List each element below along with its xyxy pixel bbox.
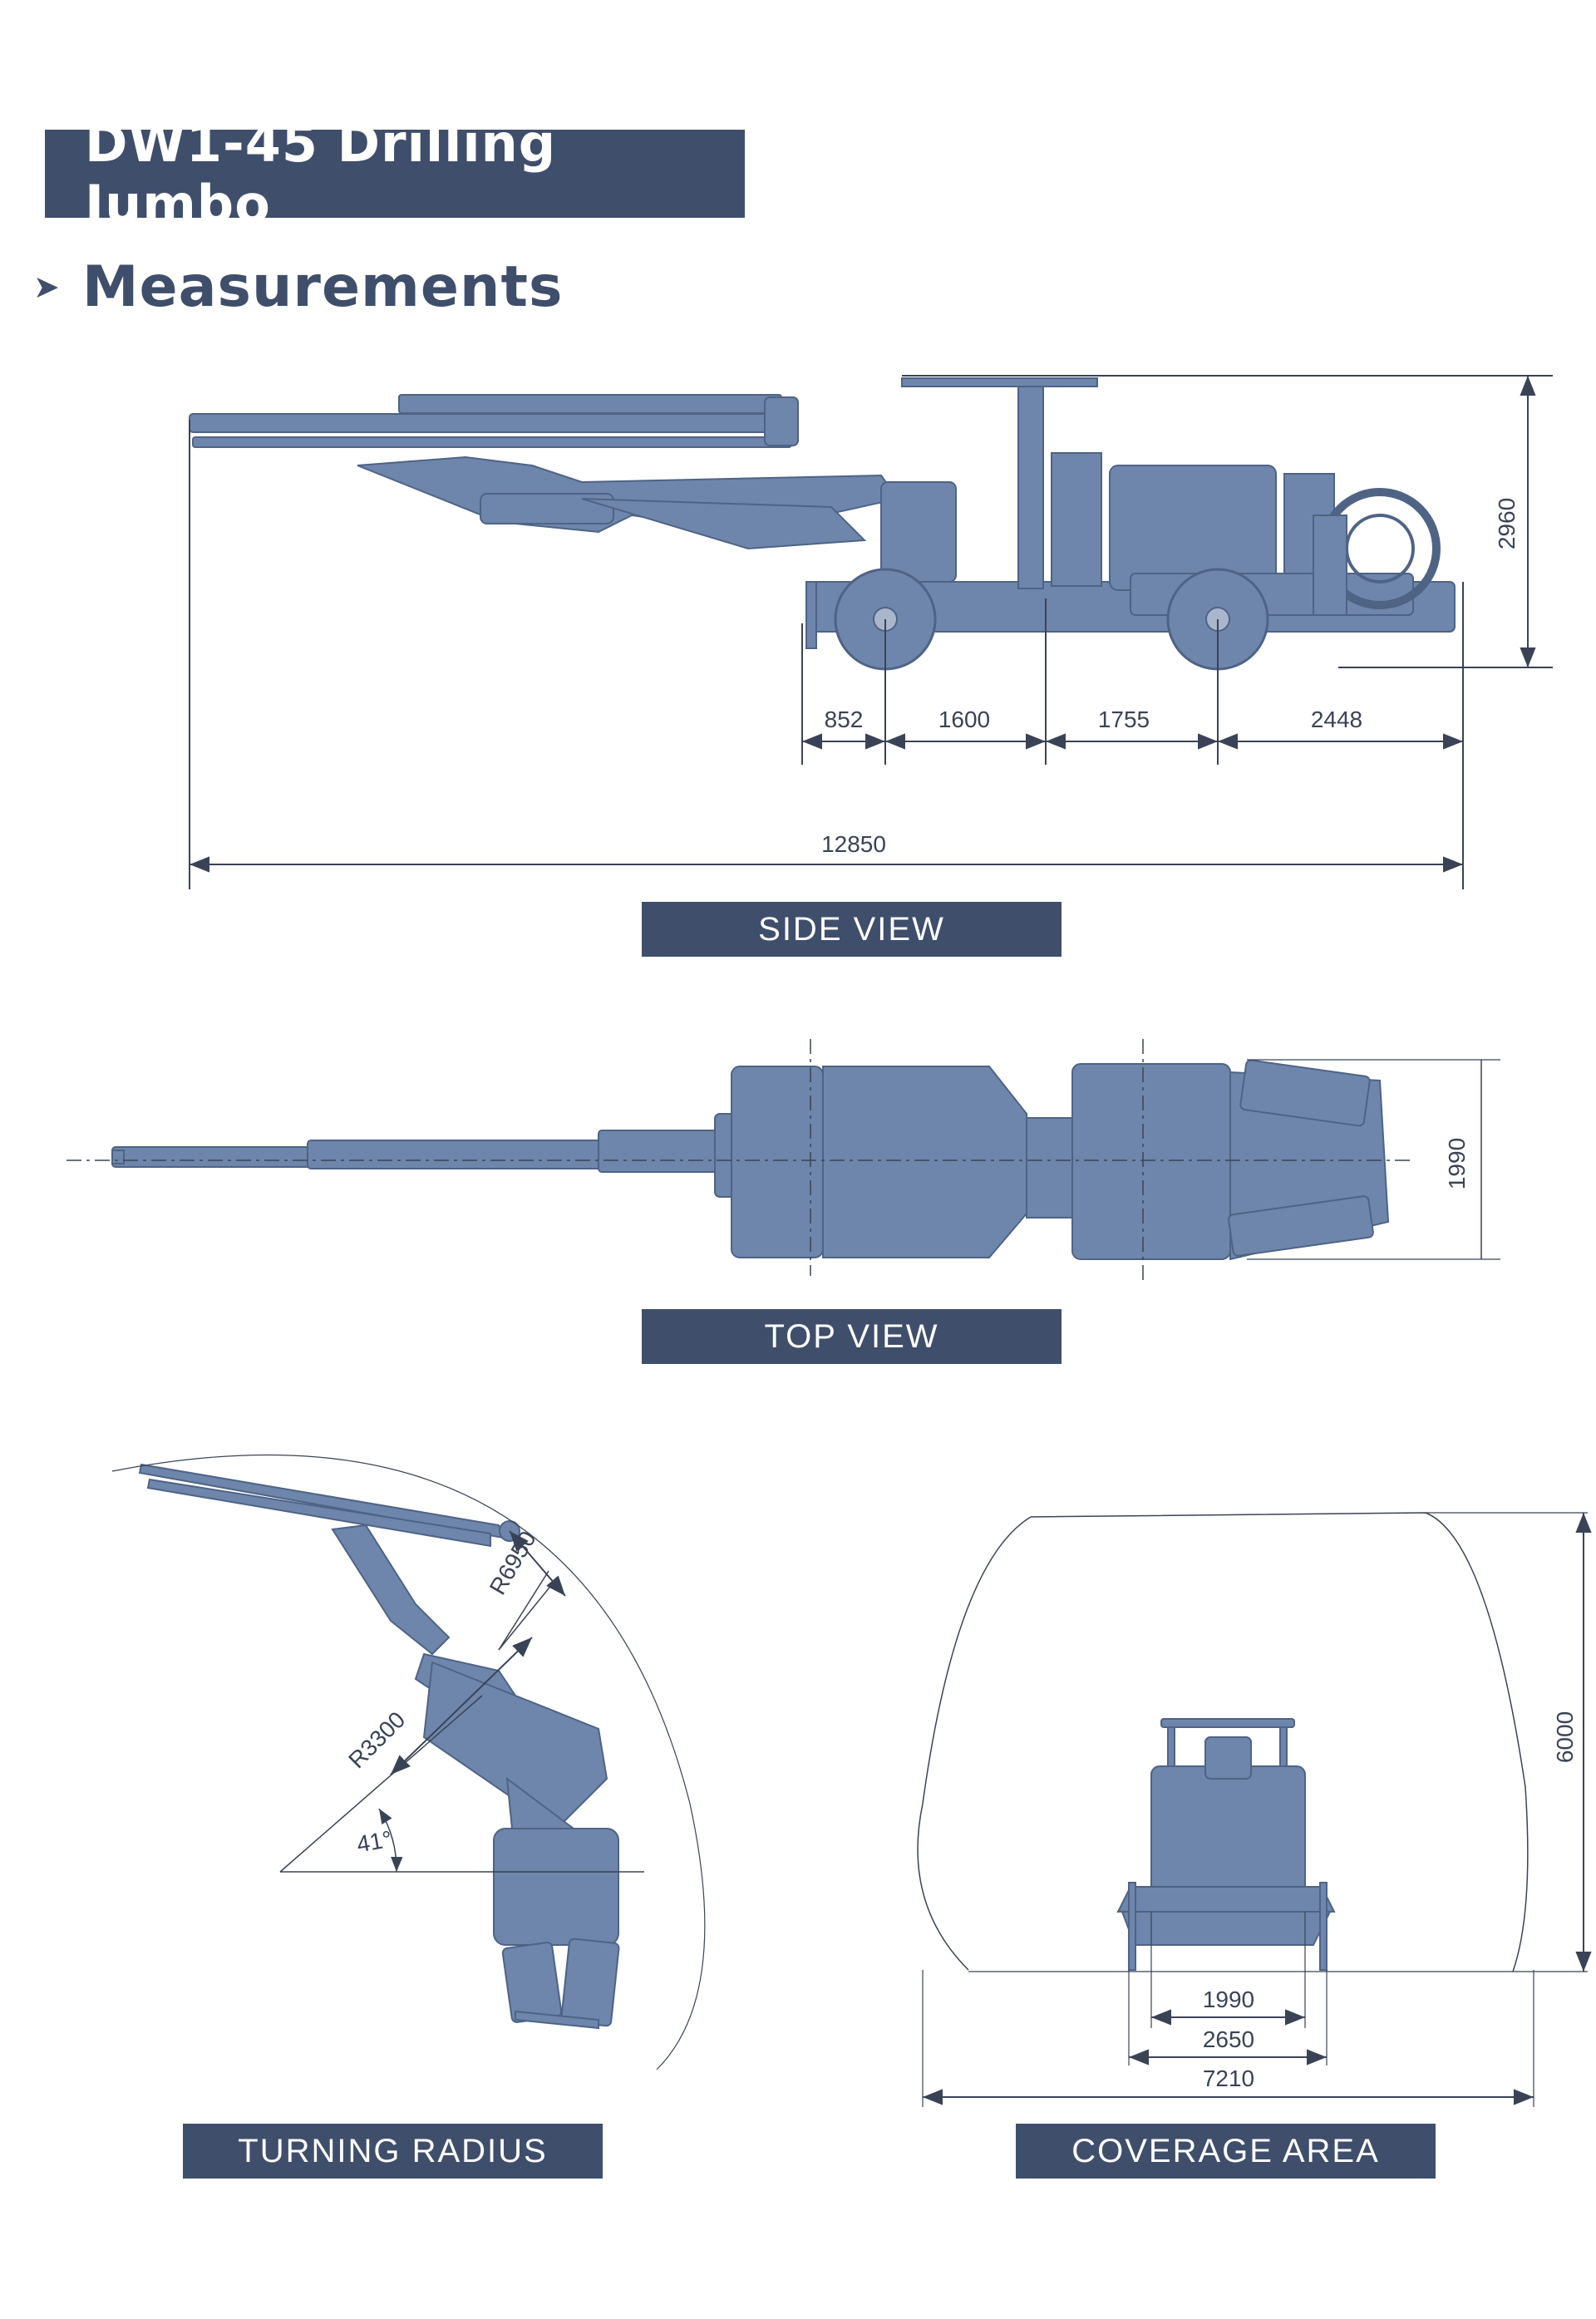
side-view-dim-labels: 852 1600 1755 2448 12850 2960 [821,498,1520,857]
dim-1990-top: 1990 [1444,1138,1470,1189]
dim-r6950: R6950 [485,1527,541,1599]
coverage-area-label: COVERAGE AREA [1016,2124,1436,2179]
dim-41-degrees: 41° [355,1826,394,1858]
top-view-dim-labels: 1990 [1444,1138,1470,1189]
coverage-front-machine [1116,1718,1336,1971]
dim-2448: 2448 [1311,707,1362,732]
top-view-label: TOP VIEW [642,1309,1062,1364]
dim-r3300: R3300 [343,1706,410,1773]
dim-7210: 7210 [1203,2065,1254,2091]
side-view-label: SIDE VIEW [642,902,1062,957]
coverage-tunnel-outline [917,1512,1588,1972]
arrow-icon: ➤ [33,268,61,305]
turning-radius-label: TURNING RADIUS [183,2124,603,2179]
dim-6000: 6000 [1552,1711,1578,1763]
dim-2960: 2960 [1494,498,1520,549]
dim-852: 852 [825,707,864,732]
dim-1990-coverage: 1990 [1203,1987,1254,2012]
section-heading: ➤ Measurements [33,249,563,324]
dim-1755: 1755 [1098,707,1150,732]
turning-radius-dimensions [111,1454,706,2070]
section-heading-text: Measurements [81,254,564,320]
coverage-dimensions [922,1513,1592,2107]
side-view-dimensions [189,375,1553,889]
side-view-machine [189,377,1456,671]
top-view-machine [111,1059,1390,1261]
dim-12850: 12850 [821,831,886,857]
top-view-dimensions [66,1039,1500,1284]
coverage-dim-labels: 1990 2650 7210 6000 [1203,1711,1578,2091]
dim-2650: 2650 [1203,2026,1254,2052]
dim-1600: 1600 [938,707,990,732]
